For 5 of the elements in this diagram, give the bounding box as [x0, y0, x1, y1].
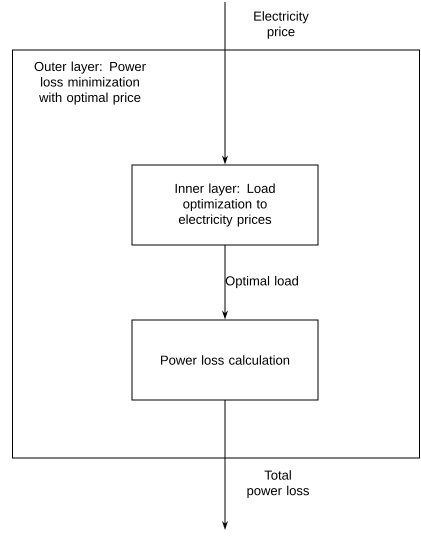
process-box: Inner layer: Load optimization to electricity prices — [132, 164, 318, 246]
process-box: Power loss calculation — [132, 320, 318, 400]
edge-label: Optimal load — [226, 276, 298, 288]
edge-label: Electricity price — [254, 11, 309, 39]
edge-label: Total power loss — [247, 470, 309, 498]
